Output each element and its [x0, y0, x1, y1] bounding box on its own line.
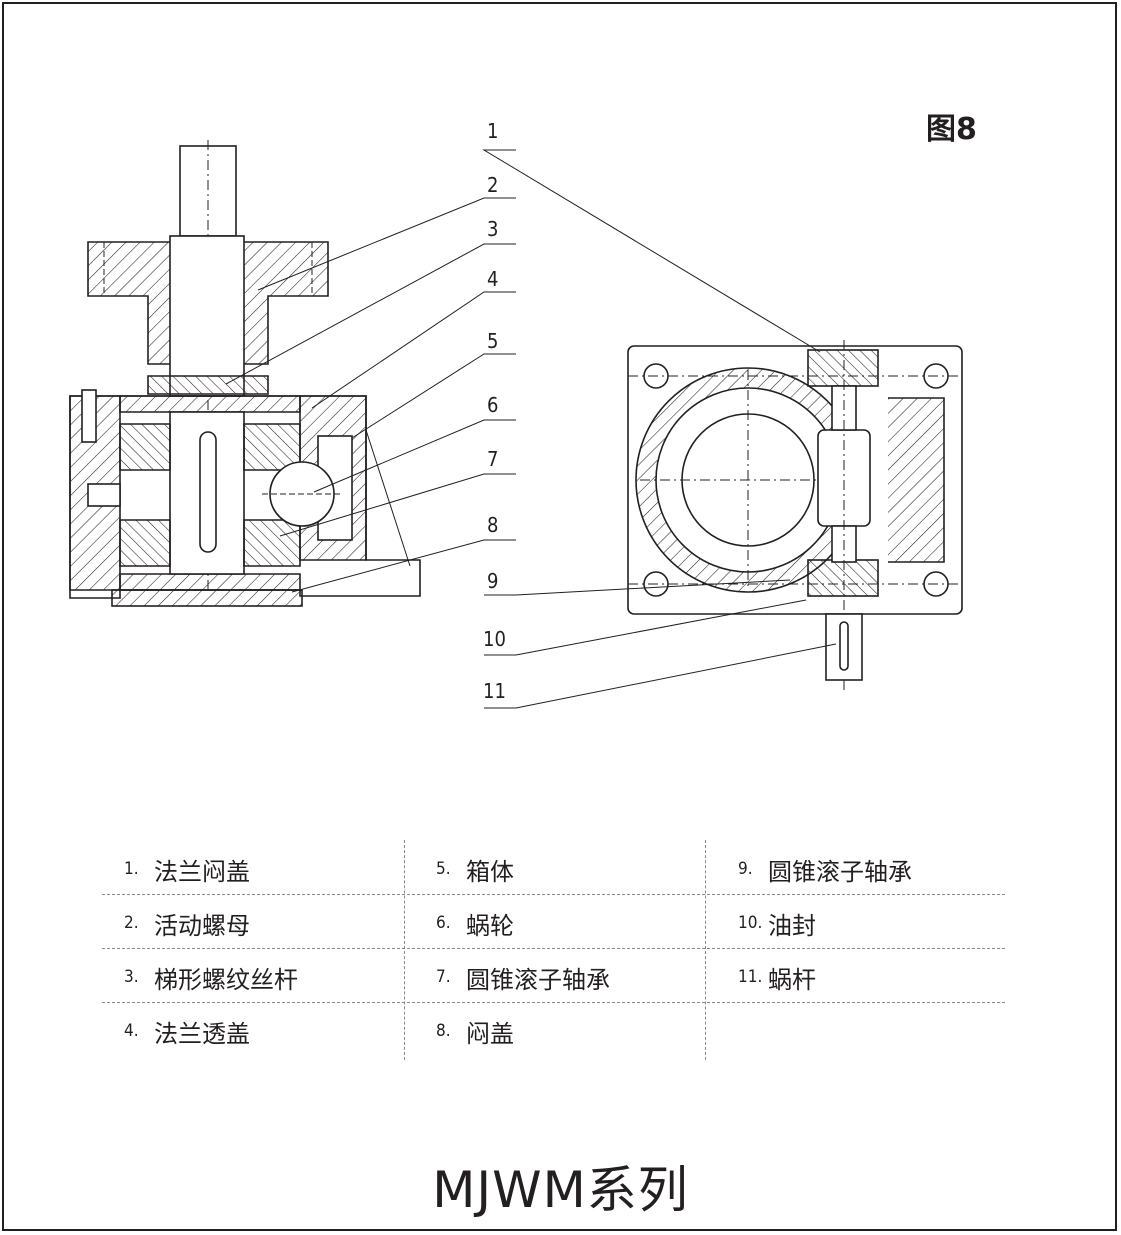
- legend-item: 7.圆锥滚子轴承: [436, 965, 610, 994]
- legend-item: 6.蜗轮: [436, 911, 514, 940]
- leader-lines: [225, 149, 837, 709]
- legend-row-rule: [102, 894, 1005, 895]
- legend-row-rule: [102, 948, 1005, 949]
- callout-5: 5: [487, 329, 498, 353]
- callout-10: 10: [483, 627, 506, 651]
- legend-item: 3.梯形螺纹丝杆: [124, 965, 298, 994]
- legend-divider: [404, 840, 405, 1060]
- parts-legend: 1.法兰闷盖 5.箱体 9.圆锥滚子轴承 2.活动螺母 6.蜗轮 10.油封 3…: [102, 840, 1005, 1060]
- series-title: MJWM系列: [432, 1161, 689, 1219]
- legend-item: 10.油封: [738, 911, 816, 940]
- callout-3: 3: [487, 217, 498, 241]
- legend-item: 2.活动螺母: [124, 911, 250, 940]
- callout-8: 8: [487, 513, 498, 537]
- callout-numbers: 1 2 3 4 5 6 7 8 9 10 11: [483, 119, 506, 703]
- section-view: [69, 140, 421, 607]
- legend-item: 1.法兰闷盖: [124, 857, 250, 886]
- callout-9: 9: [487, 569, 498, 593]
- callout-7: 7: [487, 447, 498, 471]
- callout-6: 6: [487, 393, 498, 417]
- callout-11: 11: [483, 679, 506, 703]
- legend-item: 9.圆锥滚子轴承: [738, 857, 912, 886]
- legend-item: 8.闷盖: [436, 1019, 514, 1048]
- callout-4: 4: [487, 267, 498, 291]
- legend-row-rule: [102, 1002, 1005, 1003]
- figure-label: 图8: [926, 112, 977, 147]
- legend-divider: [705, 840, 706, 1060]
- callout-1: 1: [487, 119, 498, 143]
- legend-item: 5.箱体: [436, 857, 514, 886]
- gearbox-drawing: 1 2 3 4 5 6 7 8 9 10 11: [69, 119, 963, 709]
- legend-item: 11.蜗杆: [738, 965, 816, 994]
- worm-view: [627, 340, 963, 690]
- callout-2: 2: [487, 173, 498, 197]
- legend-item: 4.法兰透盖: [124, 1019, 250, 1048]
